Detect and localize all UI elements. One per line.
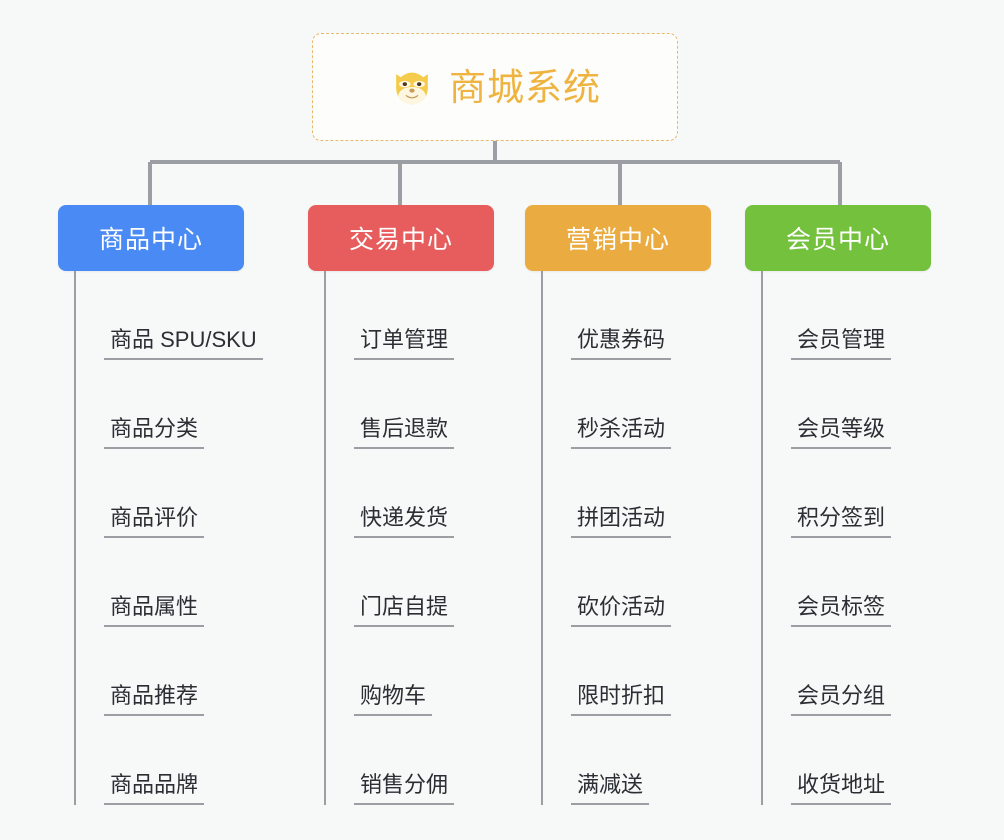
leaf-label: 商品品牌	[104, 771, 205, 805]
leaf-label: 快递发货	[354, 504, 455, 538]
list-item[interactable]: 会员管理	[761, 271, 975, 360]
list-item[interactable]: 购物车	[324, 627, 538, 716]
root-node[interactable]: 商城系统	[312, 33, 678, 141]
leaf-label: 商品属性	[104, 593, 205, 627]
leaf-label: 订单管理	[354, 326, 455, 360]
leaf-list-product: 商品 SPU/SKU 商品分类 商品评价 商品属性 商品推荐 商品品牌	[74, 271, 298, 805]
branch-spine	[74, 271, 76, 805]
leaf-label: 会员分组	[791, 682, 892, 716]
leaf-label: 门店自提	[354, 593, 455, 627]
list-item[interactable]: 秒杀活动	[541, 360, 755, 449]
leaf-label: 满减送	[571, 771, 650, 805]
branch-column-trade: 交易中心 订单管理 售后退款 快递发货 门店自提 购物车 销售分佣	[308, 205, 538, 805]
list-item[interactable]: 商品推荐	[74, 627, 298, 716]
list-item[interactable]: 销售分佣	[324, 716, 538, 805]
leaf-label: 积分签到	[791, 504, 892, 538]
list-item[interactable]: 商品 SPU/SKU	[74, 271, 298, 360]
list-item[interactable]: 商品评价	[74, 449, 298, 538]
leaf-label: 售后退款	[354, 415, 455, 449]
branch-spine	[761, 271, 763, 805]
list-item[interactable]: 优惠券码	[541, 271, 755, 360]
leaf-label: 销售分佣	[354, 771, 455, 805]
list-item[interactable]: 会员等级	[761, 360, 975, 449]
leaf-label: 拼团活动	[571, 504, 672, 538]
list-item[interactable]: 商品品牌	[74, 716, 298, 805]
leaf-list-trade: 订单管理 售后退款 快递发货 门店自提 购物车 销售分佣	[324, 271, 538, 805]
leaf-label: 会员管理	[791, 326, 892, 360]
branch-spine	[541, 271, 543, 805]
list-item[interactable]: 快递发货	[324, 449, 538, 538]
leaf-label: 秒杀活动	[571, 415, 672, 449]
shiba-dog-face-icon	[389, 64, 435, 110]
list-item[interactable]: 收货地址	[761, 716, 975, 805]
leaf-label: 收货地址	[791, 771, 892, 805]
leaf-label: 会员标签	[791, 593, 892, 627]
leaf-list-member: 会员管理 会员等级 积分签到 会员标签 会员分组 收货地址	[761, 271, 975, 805]
branch-header-marketing[interactable]: 营销中心	[525, 205, 711, 271]
leaf-list-marketing: 优惠券码 秒杀活动 拼团活动 砍价活动 限时折扣 满减送	[541, 271, 755, 805]
leaf-label: 购物车	[354, 682, 433, 716]
leaf-label: 商品推荐	[104, 682, 205, 716]
list-item[interactable]: 积分签到	[761, 449, 975, 538]
list-item[interactable]: 会员分组	[761, 627, 975, 716]
list-item[interactable]: 砍价活动	[541, 538, 755, 627]
leaf-label: 砍价活动	[571, 593, 672, 627]
list-item[interactable]: 会员标签	[761, 538, 975, 627]
root-title: 商城系统	[449, 66, 601, 108]
leaf-label: 会员等级	[791, 415, 892, 449]
list-item[interactable]: 售后退款	[324, 360, 538, 449]
list-item[interactable]: 拼团活动	[541, 449, 755, 538]
list-item[interactable]: 限时折扣	[541, 627, 755, 716]
branch-header-member[interactable]: 会员中心	[745, 205, 931, 271]
list-item[interactable]: 满减送	[541, 716, 755, 805]
leaf-label: 限时折扣	[571, 682, 672, 716]
list-item[interactable]: 商品分类	[74, 360, 298, 449]
list-item[interactable]: 门店自提	[324, 538, 538, 627]
leaf-label: 商品 SPU/SKU	[104, 326, 263, 360]
list-item[interactable]: 订单管理	[324, 271, 538, 360]
branch-column-marketing: 营销中心 优惠券码 秒杀活动 拼团活动 砍价活动 限时折扣 满减送	[525, 205, 755, 805]
branch-header-trade[interactable]: 交易中心	[308, 205, 494, 271]
branch-column-product: 商品中心 商品 SPU/SKU 商品分类 商品评价 商品属性 商品推荐 商品品牌	[58, 205, 298, 805]
branch-header-product[interactable]: 商品中心	[58, 205, 244, 271]
leaf-label: 商品分类	[104, 415, 205, 449]
leaf-label: 优惠券码	[571, 326, 672, 360]
branch-column-member: 会员中心 会员管理 会员等级 积分签到 会员标签 会员分组 收货地址	[745, 205, 975, 805]
branch-spine	[324, 271, 326, 805]
list-item[interactable]: 商品属性	[74, 538, 298, 627]
leaf-label: 商品评价	[104, 504, 205, 538]
